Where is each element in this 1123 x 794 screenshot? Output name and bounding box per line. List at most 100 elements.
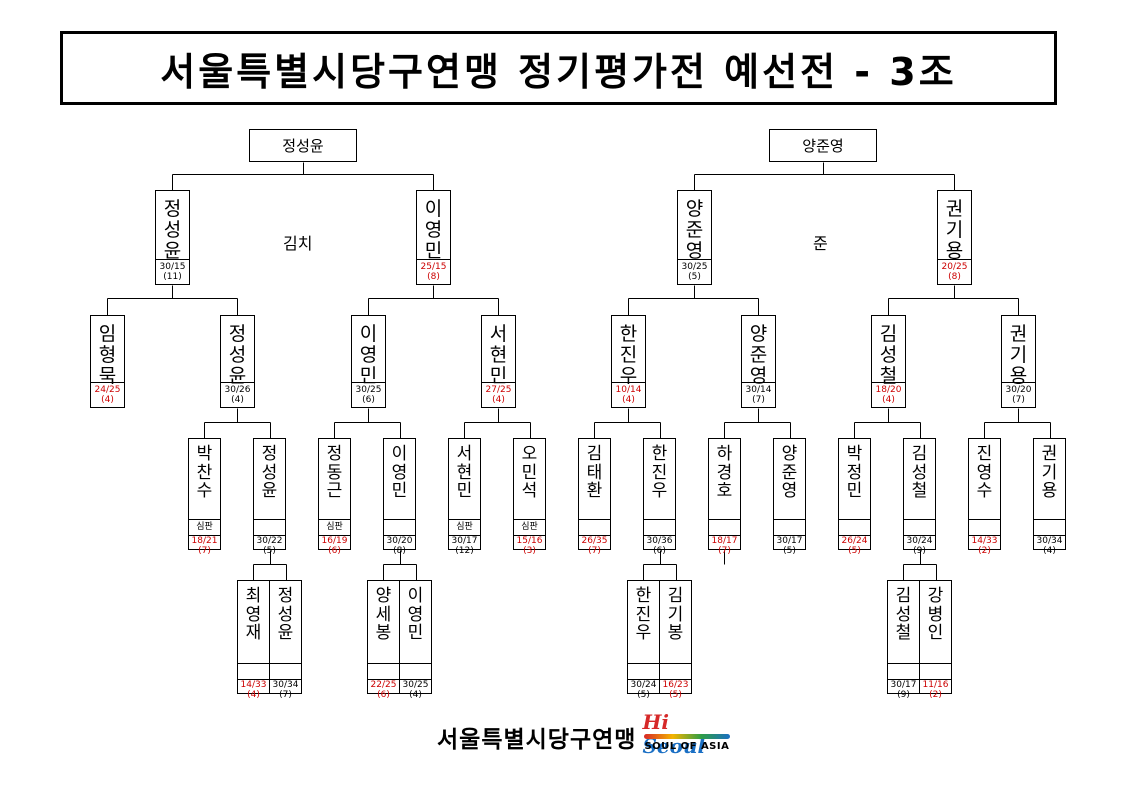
score-place: (11) (163, 272, 182, 282)
player-name-char: 동 (326, 462, 343, 483)
score-place: (4) (1043, 546, 1056, 556)
referee-mark (368, 663, 399, 680)
score-block: 30/17(5) (774, 519, 805, 556)
score-block: 30/36(6) (644, 519, 675, 556)
player-name-char: 김 (895, 586, 912, 606)
score-block: 30/24(5) (628, 663, 659, 700)
player-name-char: 정 (846, 462, 863, 483)
score-value: 18/20 (875, 385, 902, 395)
player-name-char: 이 (424, 198, 443, 220)
score-place: (4) (622, 395, 635, 405)
logo-slogan: SOUL OF ASIA (644, 741, 730, 752)
player-name-char: 권 (945, 198, 964, 220)
score-block: 14/33(2) (969, 519, 1000, 556)
score-place: (9) (897, 690, 910, 700)
referee-mark: 심판 (319, 519, 350, 536)
player-name-char: 정 (261, 444, 278, 464)
player-name-char: 김 (586, 444, 603, 464)
score-place: (5) (263, 546, 276, 556)
score-place: (6) (653, 546, 666, 556)
score-block: 16/23(5) (660, 663, 691, 700)
player-name-char: 현 (489, 343, 508, 366)
score-block: 30/20(8) (384, 519, 415, 556)
player-name-char: 환 (586, 481, 603, 502)
player-name-char: 이 (359, 323, 378, 345)
score-block: 24/25(4) (91, 382, 124, 407)
referee-mark (904, 519, 935, 536)
score-place: (6) (328, 546, 341, 556)
player-name-char: 윤 (277, 623, 294, 644)
score-value: 30/34 (272, 680, 299, 690)
score-place: (7) (198, 546, 211, 556)
score-place: (2) (929, 690, 942, 700)
score-block: 30/24(9) (904, 519, 935, 556)
referee-mark (384, 519, 415, 536)
player-name-char: 서 (489, 323, 508, 345)
score-block: 18/20(4) (872, 382, 905, 407)
score-value: 15/16 (516, 536, 543, 546)
player-name-char: 한 (651, 444, 668, 464)
referee-mark (254, 519, 285, 536)
referee-mark (238, 663, 269, 680)
player-name-char: 진 (619, 343, 638, 366)
player-name-char: 윤 (228, 364, 247, 387)
player-name-char: 한 (635, 586, 652, 606)
score-value: 30/17 (890, 680, 917, 690)
player-name-char: 영 (685, 239, 704, 262)
logo-swoosh-icon (644, 734, 731, 739)
player-name-char: 서 (456, 444, 473, 464)
group-winner-box: 정성윤 (249, 129, 357, 162)
score-value: 30/17 (451, 536, 478, 546)
score-value: 30/20 (386, 536, 413, 546)
player-name-char: 인 (927, 623, 944, 644)
player-name-char: 양 (781, 444, 798, 464)
score-value: 30/25 (681, 262, 708, 272)
score-place: (5) (783, 546, 796, 556)
score-value: 10/14 (615, 385, 642, 395)
score-place: (5) (848, 546, 861, 556)
score-place: (5) (688, 272, 701, 282)
score-place: (5) (669, 690, 682, 700)
score-block: 22/25(6) (368, 663, 399, 700)
score-block: 14/33(4) (238, 663, 269, 700)
score-block: 26/35(7) (579, 519, 610, 556)
score-block: 20/25(8) (938, 259, 971, 284)
player-name-char: 민 (456, 481, 473, 502)
player-name-char: 민 (391, 481, 408, 502)
player-name-char: 성 (911, 462, 928, 483)
player-name-char: 영 (407, 604, 424, 625)
player-name-char: 이 (391, 444, 408, 464)
score-place: (5) (637, 690, 650, 700)
player-name-char: 김 (667, 586, 684, 606)
player-name-char: 성 (228, 343, 247, 366)
